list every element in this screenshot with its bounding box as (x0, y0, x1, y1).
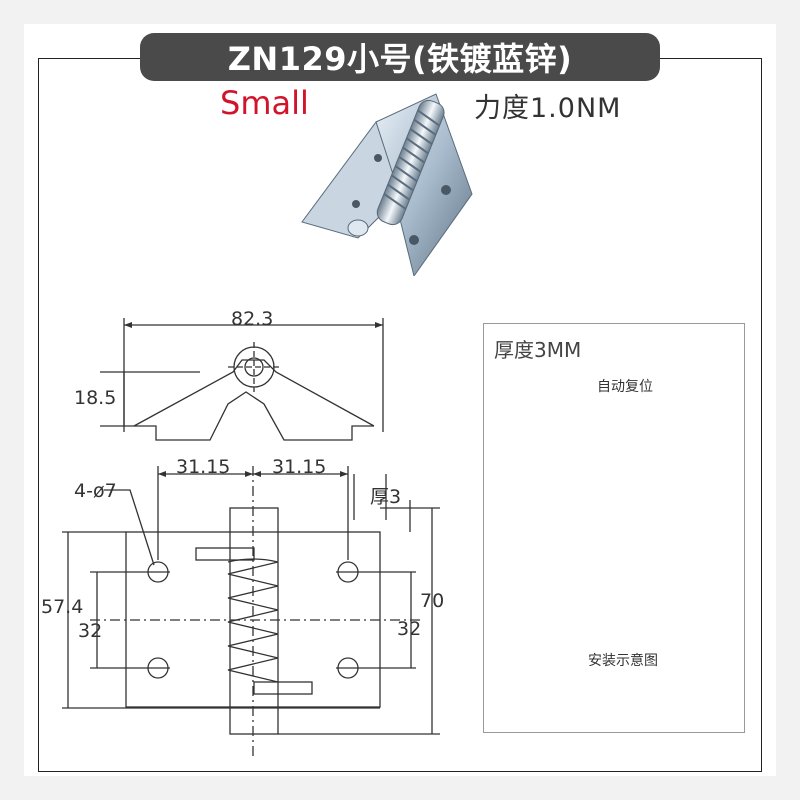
install-caption: 安装示意图 (588, 653, 658, 669)
dim-hole-spacing-right: 31.15 (272, 456, 327, 478)
install-diagram-panel: 厚度3MM 自动复位 安装示意图 (483, 323, 745, 733)
dim-overall-height: 70 (420, 590, 445, 612)
install-auto-return-label: 自动复位 (597, 379, 653, 395)
install-thickness-label: 厚度3MM (494, 338, 582, 362)
dim-hole-pitch-right: 32 (397, 618, 422, 640)
dim-hole-spacing-left: 31.15 (176, 456, 231, 478)
dim-width-total: 82.3 (231, 308, 274, 330)
dim-thickness: 厚3 (370, 486, 402, 508)
product-title: ZN129小号(铁镀蓝锌) (140, 33, 660, 81)
force-label: 力度1.0NM (474, 93, 622, 124)
dim-height-side: 18.5 (74, 387, 117, 409)
size-label: Small (220, 84, 309, 122)
dim-hole-pitch-left: 32 (78, 620, 103, 642)
dim-inner-height: 57.4 (41, 596, 84, 618)
dim-hole-callout: 4-ø7 (74, 480, 117, 502)
hinge-photo (301, 93, 473, 276)
